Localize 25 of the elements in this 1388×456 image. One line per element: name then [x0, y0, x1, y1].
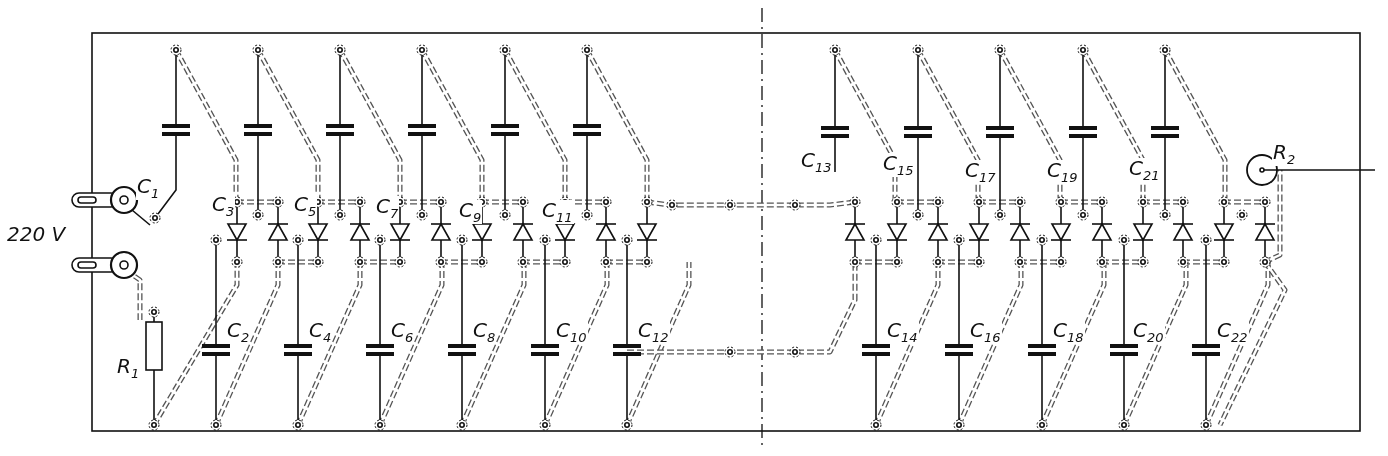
component-label: C$_{16}$ [969, 320, 1002, 344]
component-label: C$_{4}$ [308, 320, 333, 344]
component-label: C$_{1}$ [136, 176, 161, 200]
component-label: C$_{13}$ [800, 150, 833, 174]
component-label: 220 V [6, 224, 67, 244]
component-label: R$_{2}$ [1272, 142, 1297, 166]
component-label: C$_{14}$ [886, 320, 919, 344]
component-label: C$_{7}$ [375, 196, 400, 220]
component-label: C$_{17}$ [964, 160, 997, 184]
component-label: R$_{1}$ [116, 356, 141, 380]
component-label: C$_{12}$ [637, 320, 670, 344]
component-label: C$_{6}$ [390, 320, 415, 344]
component-label: C$_{8}$ [472, 320, 497, 344]
component-label: C$_{2}$ [226, 320, 251, 344]
component-label: C$_{11}$ [541, 200, 574, 224]
component-label: C$_{9}$ [458, 200, 483, 224]
component-label: C$_{21}$ [1128, 158, 1161, 182]
component-label: C$_{15}$ [882, 153, 915, 177]
component-label: C$_{22}$ [1216, 320, 1249, 344]
component-label: C$_{3}$ [211, 194, 236, 218]
component-label: C$_{20}$ [1132, 320, 1165, 344]
component-label: C$_{18}$ [1052, 320, 1085, 344]
component-label: C$_{19}$ [1046, 160, 1079, 184]
component-label: C$_{5}$ [293, 194, 318, 218]
component-label: C$_{10}$ [555, 320, 588, 344]
